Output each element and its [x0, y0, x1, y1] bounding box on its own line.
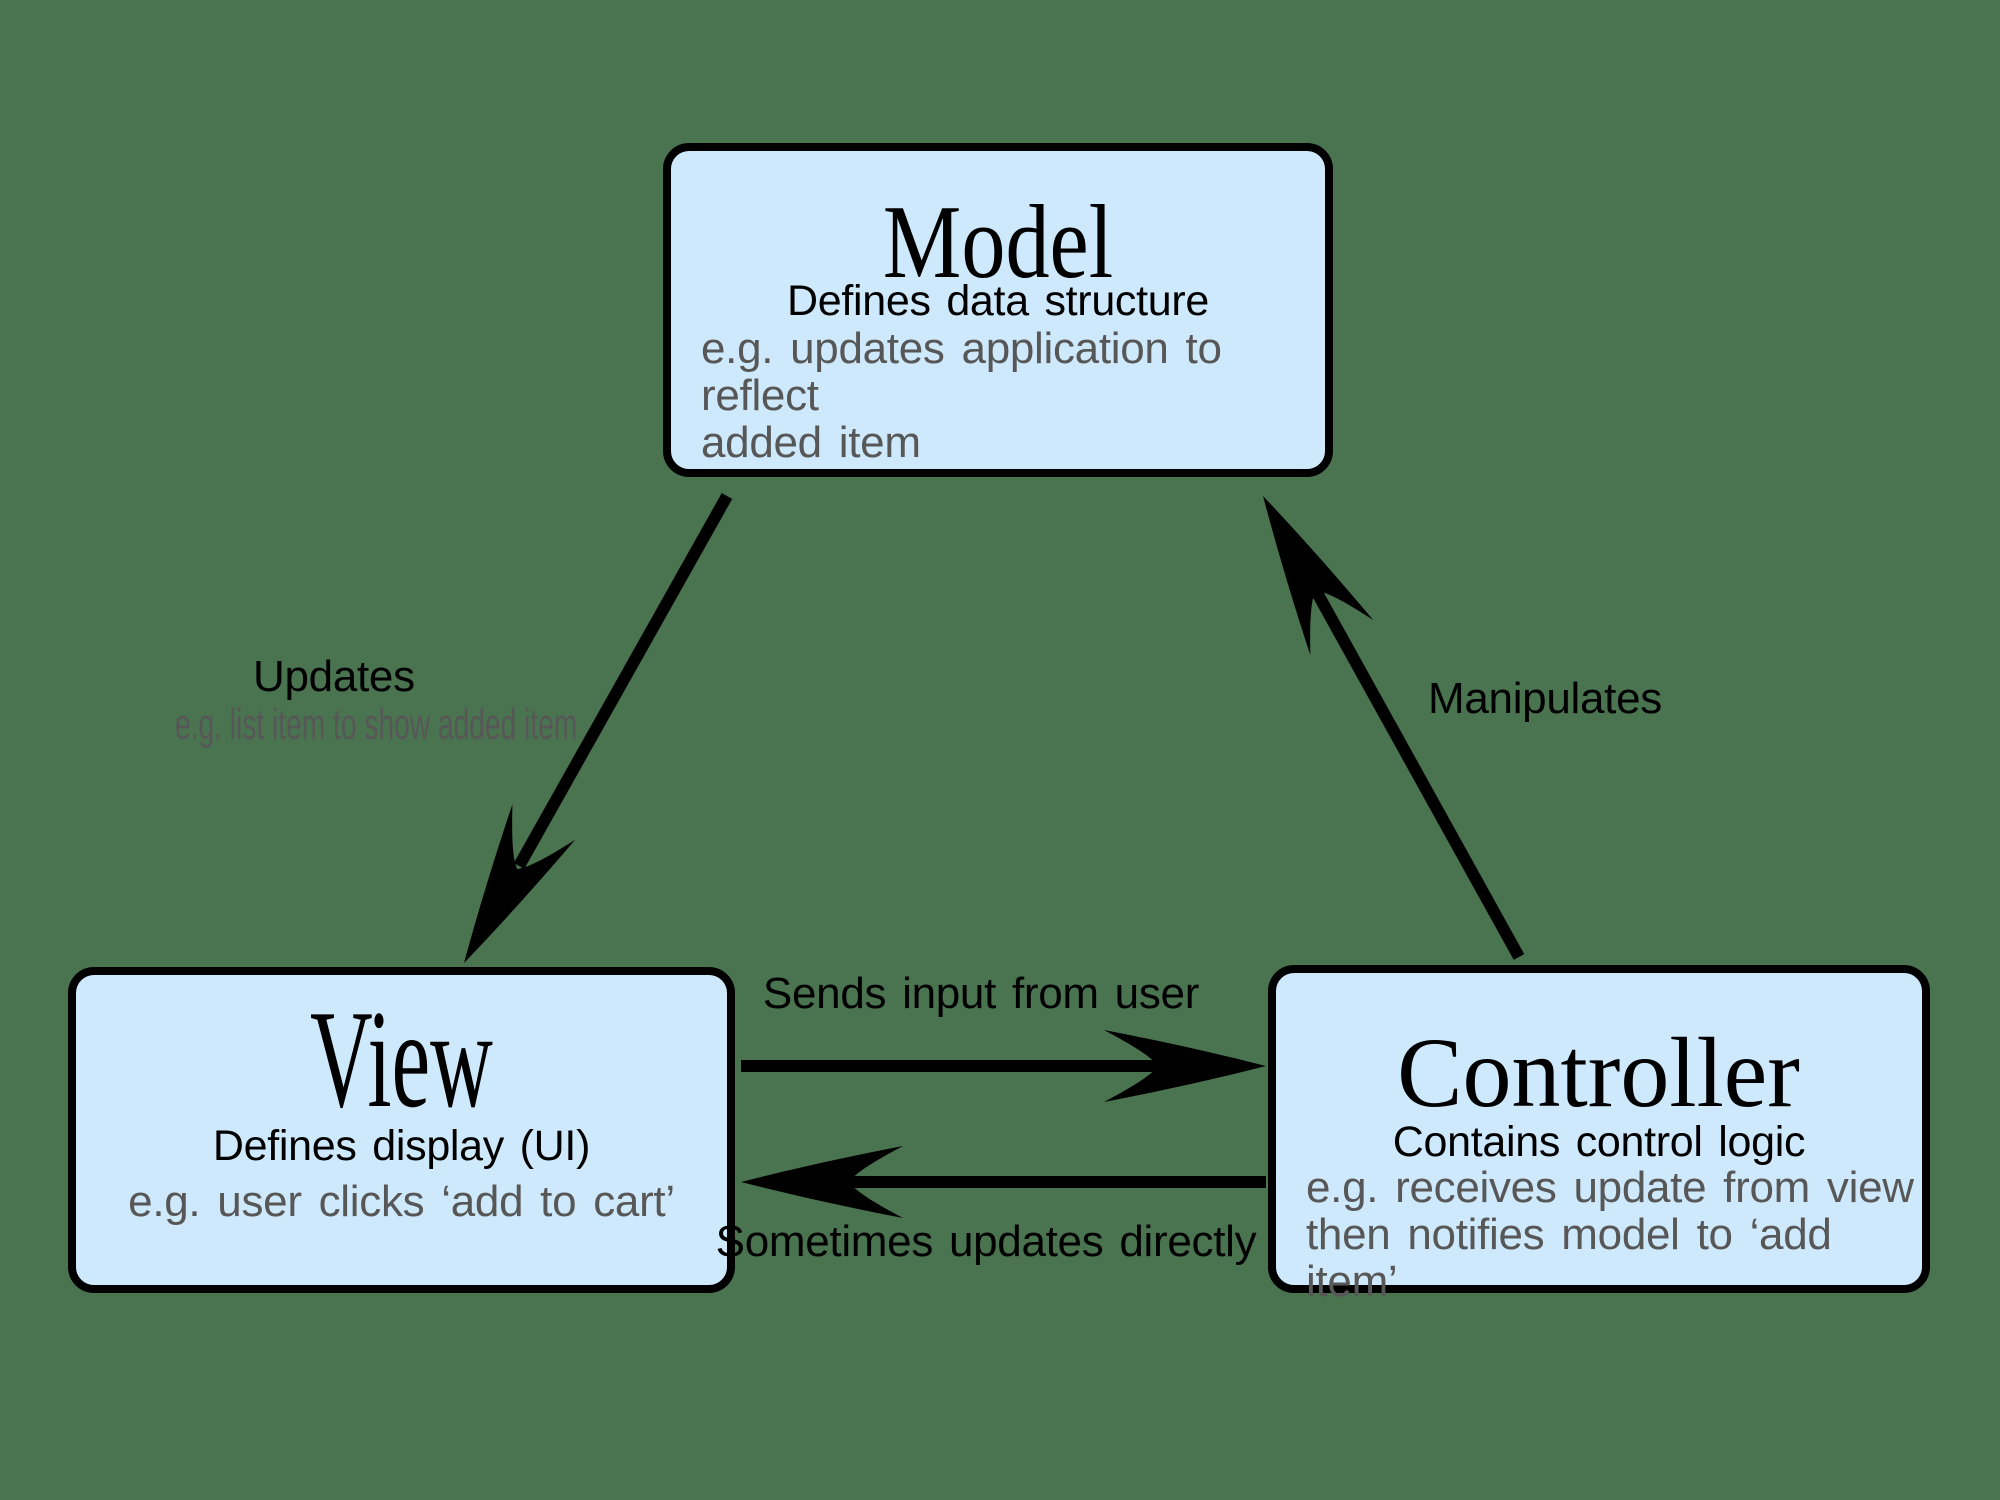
model-node: Model Defines data structure e.g. update… — [663, 143, 1333, 477]
sends-input-label: Sends input from user — [762, 969, 1200, 1018]
model-subtitle: Defines data structure — [786, 277, 1210, 325]
arrow-controller-to-model — [1231, 478, 1525, 960]
view-title: View — [254, 990, 549, 1130]
controller-example: e.g. receives update from view then noti… — [1306, 1163, 1914, 1306]
controller-title-text: Controller — [1397, 1017, 1801, 1128]
updates-sublabel: e.g. list item to show added item — [175, 700, 578, 749]
model-example: e.g. updates application to reflect adde… — [701, 324, 1222, 467]
arrow-controller-to-view — [741, 1146, 1266, 1218]
updates-label: Updates — [253, 652, 415, 701]
sometimes-updates-label: Sometimes updates directly — [715, 1217, 1257, 1266]
model-title: Model — [861, 189, 1135, 294]
arrow-model-to-view — [432, 493, 733, 981]
manipulates-label: Manipulates — [1428, 674, 1662, 723]
view-node: View Defines display (UI) e.g. user clic… — [68, 967, 735, 1293]
controller-node: Controller Contains control logic e.g. r… — [1268, 965, 1930, 1305]
model-title-text: Model — [882, 183, 1114, 300]
controller-subtitle: Contains control logic — [1392, 1118, 1806, 1166]
view-subtitle: Defines display (UI) — [212, 1122, 591, 1170]
controller-title: Controller — [1393, 1023, 1804, 1123]
arrow-view-to-controller — [741, 1030, 1266, 1102]
view-title-text: View — [310, 982, 493, 1137]
view-example: e.g. user clicks ‘add to cart’ — [128, 1177, 675, 1226]
